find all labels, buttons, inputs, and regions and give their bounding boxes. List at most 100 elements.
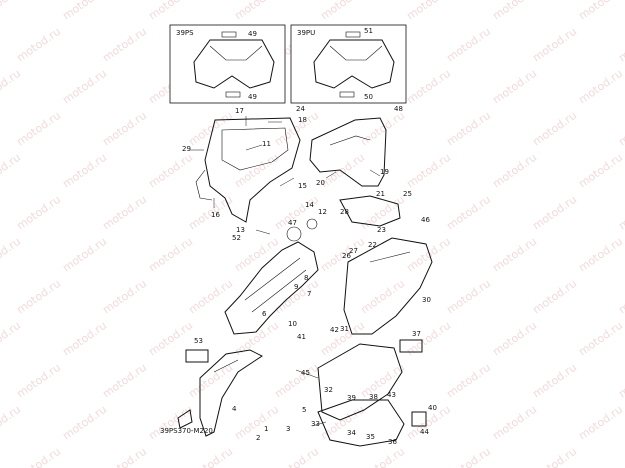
callout-52: 52 [232,234,241,242]
watermark: motod.ru [358,109,407,149]
callout-5: 5 [302,406,306,414]
watermark: motod.ru [100,445,149,468]
watermark: motod.ru [14,193,63,233]
callout-29: 29 [182,145,191,153]
side-cover-right [309,117,387,187]
callout-21: 21 [376,190,385,198]
callout-39: 39 [347,394,356,402]
callout-44: 44 [420,428,429,436]
mudguard-inner [343,237,433,335]
watermark: motod.ru [232,0,281,22]
flap-assembly [317,343,405,447]
reflector-and-plates [177,339,427,429]
watermark: motod.ru [14,109,63,149]
watermark: motod.ru [60,0,109,22]
callout-25: 25 [403,190,412,198]
callout-46: 46 [421,216,430,224]
watermark: motod.ru [232,319,281,359]
callout-12: 12 [318,208,327,216]
callout-9: 9 [294,283,298,291]
callout-45: 45 [301,369,310,377]
inset-39pu: 39PU 51 50 [290,24,407,104]
callout-1: 1 [264,425,268,433]
callout-14: 14 [305,201,314,209]
callout-28: 28 [340,208,349,216]
watermark: motod.ru [530,193,579,233]
watermark: motod.ru [616,109,625,149]
watermark: motod.ru [490,319,539,359]
callout-16: 16 [211,211,220,219]
watermark: motod.ru [530,25,579,65]
watermark: motod.ru [444,361,493,401]
watermark: motod.ru [490,235,539,275]
rear-fender [199,349,263,437]
watermark: motod.ru [616,445,625,468]
watermark: motod.ru [60,235,109,275]
rear-frame [224,218,319,335]
watermark: motod.ru [60,151,109,191]
callout-17: 17 [235,107,244,115]
watermark: motod.ru [100,109,149,149]
callout-11: 11 [262,140,271,148]
callout-30: 30 [422,296,431,304]
watermark: motod.ru [232,151,281,191]
watermark: motod.ru [0,151,23,191]
watermark: motod.ru [530,109,579,149]
seat-cowling-assembly [195,117,301,223]
watermark: motod.ru [318,0,367,22]
callout-35: 35 [366,433,375,441]
watermark: motod.ru [490,403,539,443]
watermark: motod.ru [0,0,23,22]
bracket-assembly [339,195,401,227]
callout-36: 36 [388,438,397,446]
watermark: motod.ru [404,67,453,107]
watermark: motod.ru [616,193,625,233]
watermark: motod.ru [272,109,321,149]
watermark: motod.ru [444,25,493,65]
callout-6: 6 [262,310,267,318]
callout-42: 42 [330,326,339,334]
callout-15: 15 [298,182,307,190]
inset-39ps-callout-top: 49 [248,30,257,38]
callout-3: 3 [286,425,290,433]
watermark: motod.ru [530,361,579,401]
watermark: motod.ru [358,445,407,468]
callout-8: 8 [304,274,308,282]
watermark: motod.ru [444,445,493,468]
watermark: motod.ru [576,319,625,359]
watermark: motod.ru [272,361,321,401]
inset-39ps: 39PS 49 49 [169,24,286,104]
watermark: motod.ru [186,445,235,468]
watermark: motod.ru [60,67,109,107]
watermark: motod.ru [0,235,23,275]
callout-10: 10 [288,320,297,328]
watermark: motod.ru [358,277,407,317]
watermark: motod.ru [444,193,493,233]
watermark: motod.ru [14,25,63,65]
callout-24: 24 [296,105,305,113]
inset-label-39ps: 39PS [176,29,194,37]
callout-34: 34 [347,429,356,437]
leader-lines [190,116,381,427]
callout-43: 43 [387,391,396,399]
watermark: motod.ru [616,25,625,65]
watermark: motod.ru [576,403,625,443]
watermark: motod.ru [14,277,63,317]
watermark: motod.ru [616,277,625,317]
callout-23: 23 [377,226,386,234]
watermark: motod.ru [60,403,109,443]
watermark: motod.ru [186,361,235,401]
callout-32: 32 [324,386,333,394]
callout-26: 26 [342,252,351,260]
watermark: motod.ru [404,151,453,191]
watermark: motod.ru [146,235,195,275]
callout-7: 7 [307,290,311,298]
watermark: motod.ru [576,67,625,107]
callout-20: 20 [316,179,325,187]
watermark: motod.ru [0,403,23,443]
watermark: motod.ru [146,403,195,443]
callout-2: 2 [256,434,260,442]
callout-47: 47 [288,219,297,227]
watermark: motod.ru [576,0,625,22]
